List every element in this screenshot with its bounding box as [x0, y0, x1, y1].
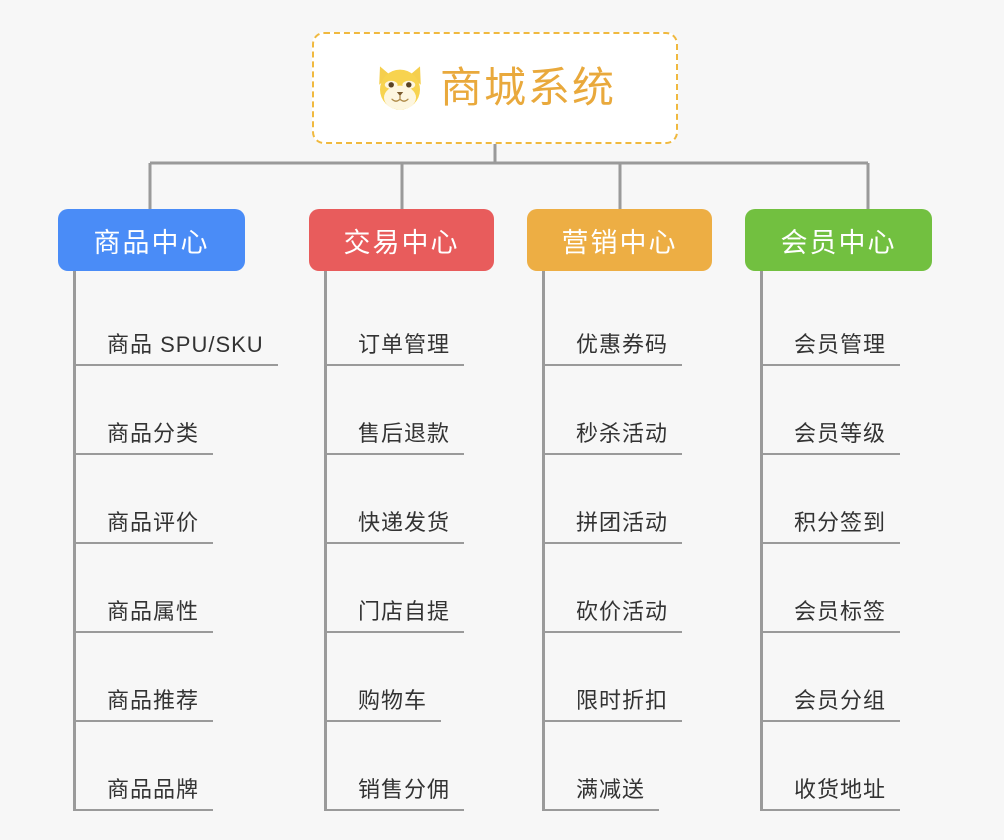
leaf-label: 拼团活动 [545, 510, 683, 544]
branch-column-3: 会员中心 会员管理 会员等级 积分签到 会员标签 会员分组 收货地址 [745, 209, 932, 811]
leaf-label: 会员管理 [763, 332, 901, 366]
leaf-label: 门店自提 [327, 599, 465, 633]
leaf-label: 积分签到 [763, 510, 901, 544]
leaf-item[interactable]: 商品评价 [76, 455, 245, 544]
leaf-item[interactable]: 收货地址 [763, 722, 932, 811]
leaf-item[interactable]: 限时折扣 [545, 633, 712, 722]
leaf-label: 商品属性 [76, 599, 214, 633]
leaf-label: 收货地址 [763, 777, 901, 811]
leaf-item[interactable]: 满减送 [545, 722, 712, 811]
leaf-item[interactable]: 商品属性 [76, 544, 245, 633]
leaf-label: 会员分组 [763, 688, 901, 722]
leaf-label: 购物车 [327, 688, 442, 722]
leaf-label: 商品品牌 [76, 777, 214, 811]
branch-header-1[interactable]: 交易中心 [309, 209, 494, 271]
leaf-item[interactable]: 会员分组 [763, 633, 932, 722]
leaf-label: 商品推荐 [76, 688, 214, 722]
leaf-list-0: 商品 SPU/SKU 商品分类 商品评价 商品属性 商品推荐 商品品牌 [73, 271, 278, 811]
branch-column-1: 交易中心 订单管理 售后退款 快递发货 门店自提 购物车 销售分佣 [309, 209, 494, 811]
branch-column-0: 商品中心 商品 SPU/SKU 商品分类 商品评价 商品属性 商品推荐 商品品牌 [58, 209, 278, 811]
root-title: 商城系统 [439, 64, 616, 111]
leaf-item[interactable]: 商品 SPU/SKU [76, 277, 278, 366]
root-node[interactable]: 商城系统 [312, 32, 678, 144]
branch-column-2: 营销中心 优惠券码 秒杀活动 拼团活动 砍价活动 限时折扣 满减送 [527, 209, 712, 811]
leaf-label: 限时折扣 [545, 688, 683, 722]
branch-header-0[interactable]: 商品中心 [58, 209, 245, 271]
leaf-item[interactable]: 商品推荐 [76, 633, 245, 722]
leaf-label: 会员标签 [763, 599, 901, 633]
leaf-label: 销售分佣 [327, 777, 465, 811]
shiba-dog-face-icon [379, 66, 421, 110]
leaf-list-1: 订单管理 售后退款 快递发货 门店自提 购物车 销售分佣 [324, 271, 494, 811]
leaf-label: 快递发货 [327, 510, 465, 544]
leaf-label: 售后退款 [327, 421, 465, 455]
leaf-item[interactable]: 售后退款 [327, 366, 494, 455]
leaf-item[interactable]: 门店自提 [327, 544, 494, 633]
leaf-item[interactable]: 购物车 [327, 633, 494, 722]
leaf-item[interactable]: 订单管理 [327, 277, 494, 366]
leaf-item[interactable]: 商品品牌 [76, 722, 245, 811]
leaf-item[interactable]: 积分签到 [763, 455, 932, 544]
leaf-item[interactable]: 会员等级 [763, 366, 932, 455]
leaf-item[interactable]: 秒杀活动 [545, 366, 712, 455]
leaf-item[interactable]: 销售分佣 [327, 722, 494, 811]
leaf-item[interactable]: 优惠券码 [545, 277, 712, 366]
leaf-item[interactable]: 快递发货 [327, 455, 494, 544]
leaf-label: 商品评价 [76, 510, 214, 544]
leaf-item[interactable]: 拼团活动 [545, 455, 712, 544]
leaf-label: 商品 SPU/SKU [76, 332, 278, 366]
branch-header-3[interactable]: 会员中心 [745, 209, 932, 271]
leaf-label: 商品分类 [76, 421, 214, 455]
leaf-item[interactable]: 商品分类 [76, 366, 245, 455]
leaf-label: 秒杀活动 [545, 421, 683, 455]
leaf-label: 满减送 [545, 777, 660, 811]
leaf-label: 会员等级 [763, 421, 901, 455]
leaf-label: 砍价活动 [545, 599, 683, 633]
leaf-item[interactable]: 会员标签 [763, 544, 932, 633]
leaf-list-3: 会员管理 会员等级 积分签到 会员标签 会员分组 收货地址 [760, 271, 932, 811]
leaf-item[interactable]: 砍价活动 [545, 544, 712, 633]
branch-header-2[interactable]: 营销中心 [527, 209, 712, 271]
leaf-list-2: 优惠券码 秒杀活动 拼团活动 砍价活动 限时折扣 满减送 [542, 271, 712, 811]
leaf-item[interactable]: 会员管理 [763, 277, 932, 366]
leaf-label: 优惠券码 [545, 332, 683, 366]
leaf-label: 订单管理 [327, 332, 465, 366]
